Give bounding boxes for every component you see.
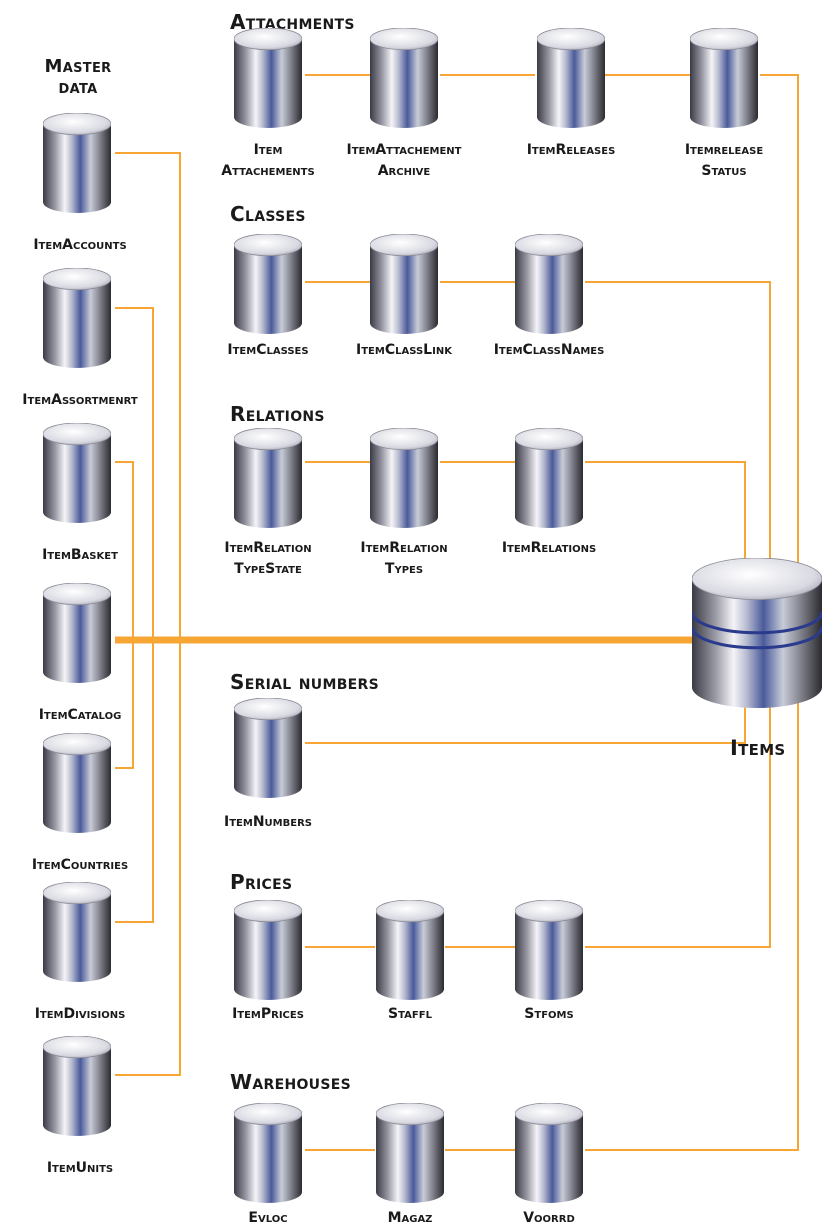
table-cylinder-voorrd	[515, 1103, 583, 1203]
items-hub-label: Items	[730, 736, 786, 760]
table-label-magaz: Magaz	[387, 1210, 433, 1226]
table-cylinder-itemprices	[234, 900, 302, 1000]
table-label-itemrelation-types: ItemRelation Types	[360, 540, 448, 577]
table-label-itemrelations: ItemRelations	[501, 540, 597, 556]
table-cylinder-itemrelation-types	[370, 428, 438, 528]
table-cylinder-itemunits	[43, 1036, 111, 1136]
table-cylinder-itemreleases	[537, 28, 605, 128]
table-label-evloc: Evloc	[248, 1210, 288, 1226]
table-cylinder-itembasket	[43, 423, 111, 523]
table-label-itemcatalog: ItemCatalog	[38, 707, 122, 723]
table-cylinder-itemaccounts	[43, 113, 111, 213]
table-cylinder-itemattachement-archive	[370, 28, 438, 128]
table-label-voorrd: Voorrd	[523, 1210, 575, 1226]
table-cylinder-item-attachements	[234, 28, 302, 128]
items-hub-cylinder	[692, 558, 822, 708]
table-cylinder-evloc	[234, 1103, 302, 1203]
table-label-itembasket: ItemBasket	[42, 547, 118, 563]
table-cylinder-itemclasslink	[370, 234, 438, 334]
table-label-itemrelease-status: Itemrelease Status	[684, 142, 764, 179]
table-cylinder-itemcatalog	[43, 583, 111, 683]
table-label-itemclasslink: ItemClassLink	[356, 342, 452, 358]
table-label-itemprices: ItemPrices	[232, 1006, 304, 1022]
group-title-prices: Prices	[230, 870, 293, 894]
connector-itembasket	[115, 461, 134, 769]
connector-classes	[305, 281, 771, 620]
table-label-itemclasses: ItemClasses	[227, 342, 309, 358]
table-cylinder-staffl	[376, 900, 444, 1000]
table-label-itemnumbers: ItemNumbers	[224, 814, 312, 830]
group-title-master-data: Master data	[44, 56, 112, 98]
table-cylinder-magaz	[376, 1103, 444, 1203]
table-label-itemcountries: ItemCountries	[31, 857, 129, 873]
group-title-serial-numbers: Serial numbers	[230, 670, 379, 694]
table-cylinder-itemnumbers	[234, 698, 302, 798]
table-cylinder-itemrelation-typestate	[234, 428, 302, 528]
table-label-itemattachement-archive: ItemAttachement Archive	[346, 142, 462, 179]
table-cylinder-itemcountries	[43, 733, 111, 833]
table-label-itemclassnames: ItemClassNames	[493, 342, 605, 358]
group-title-relations: Relations	[230, 402, 325, 426]
group-title-classes: Classes	[230, 202, 306, 226]
table-label-itemaccounts: ItemAccounts	[33, 237, 127, 253]
table-cylinder-itemrelations	[515, 428, 583, 528]
table-cylinder-itemclassnames	[515, 234, 583, 334]
table-label-itemunits: ItemUnits	[46, 1160, 114, 1176]
table-label-stfoms: Stfoms	[524, 1006, 574, 1022]
connector-itemaccounts	[115, 152, 181, 1076]
table-cylinder-stfoms	[515, 900, 583, 1000]
group-title-warehouses: Warehouses	[230, 1070, 351, 1094]
table-label-itemassortmenrt: ItemAssortmenrt	[22, 392, 138, 408]
connector-prices	[305, 690, 771, 948]
connector-itemassortment	[115, 307, 154, 923]
table-cylinder-itemrelease-status	[690, 28, 758, 128]
table-label-itemreleases: ItemReleases	[526, 142, 616, 158]
group-title-attachments: Attachments	[230, 10, 355, 34]
table-label-itemdivisions: ItemDivisions	[34, 1006, 126, 1022]
table-cylinder-itemclasses	[234, 234, 302, 334]
table-cylinder-itemassortmenrt	[43, 268, 111, 368]
connector-attachments	[305, 74, 799, 620]
table-label-item-attachements: Item Attachements	[221, 142, 315, 179]
connector-relations	[305, 461, 746, 600]
table-label-staffl: Staffl	[388, 1006, 432, 1022]
connector-warehouses	[305, 690, 799, 1151]
table-label-itemrelation-typestate: ItemRelation TypeState	[224, 540, 312, 577]
connector-serial	[305, 690, 746, 744]
table-cylinder-itemdivisions	[43, 882, 111, 982]
